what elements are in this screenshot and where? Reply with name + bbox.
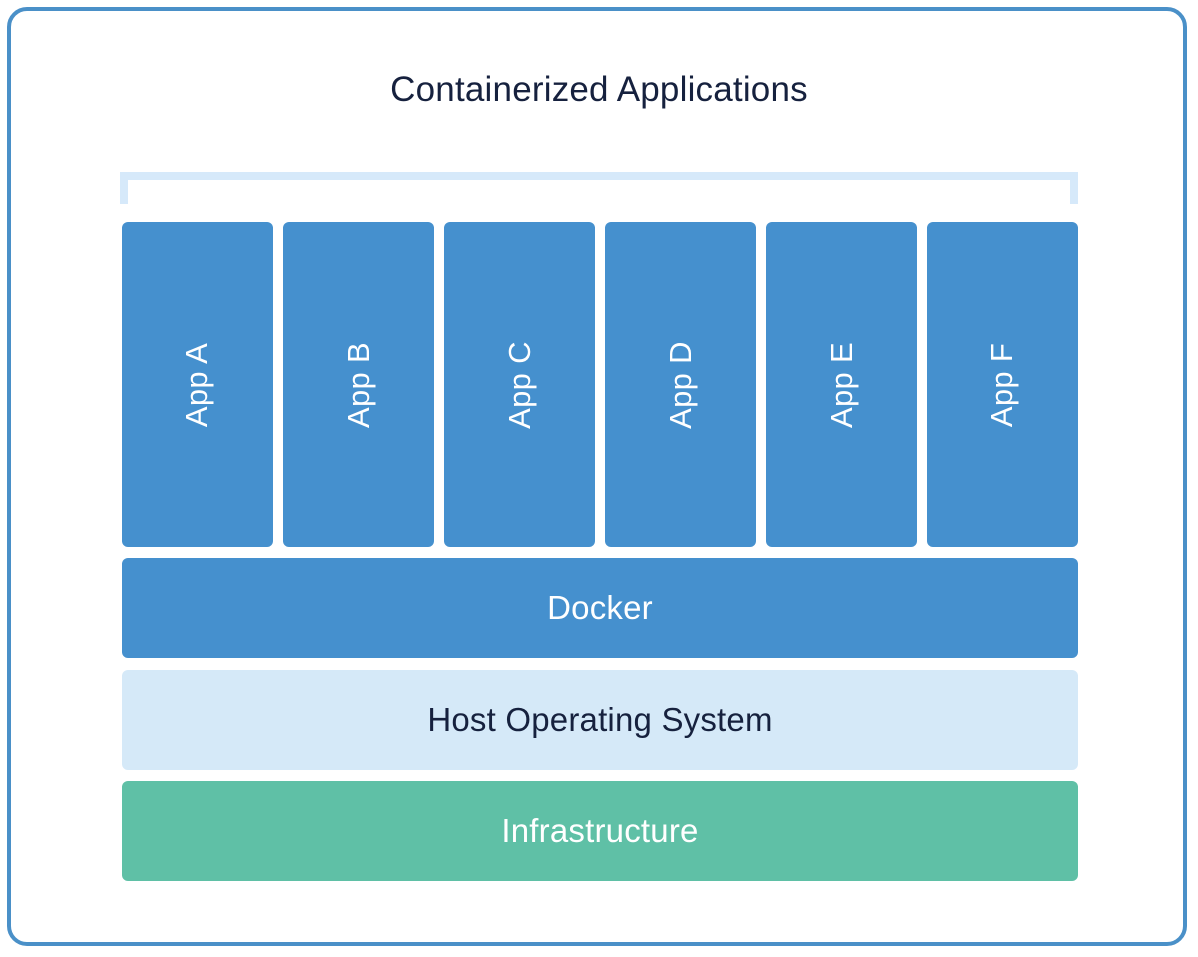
app-container-b-label: App B [340,341,376,428]
layer-docker[interactable]: Docker [122,558,1078,658]
app-container-row: App A App B App C App D App E App F [122,222,1078,547]
app-container-b[interactable]: App B [283,222,434,547]
layer-host-operating-system[interactable]: Host Operating System [122,670,1078,770]
containerized-apps-bracket [120,172,1078,204]
app-container-f[interactable]: App F [927,222,1078,547]
layer-infrastructure[interactable]: Infrastructure [122,781,1078,881]
app-container-c[interactable]: App C [444,222,595,547]
app-container-e[interactable]: App E [766,222,917,547]
app-container-c-label: App C [501,340,537,429]
app-container-a[interactable]: App A [122,222,273,547]
app-container-a-label: App A [179,342,215,427]
app-container-f-label: App F [984,342,1020,427]
app-container-d-label: App D [662,340,698,429]
app-container-d[interactable]: App D [605,222,756,547]
diagram-title: Containerized Applications [390,70,808,109]
app-container-e-label: App E [823,341,859,428]
